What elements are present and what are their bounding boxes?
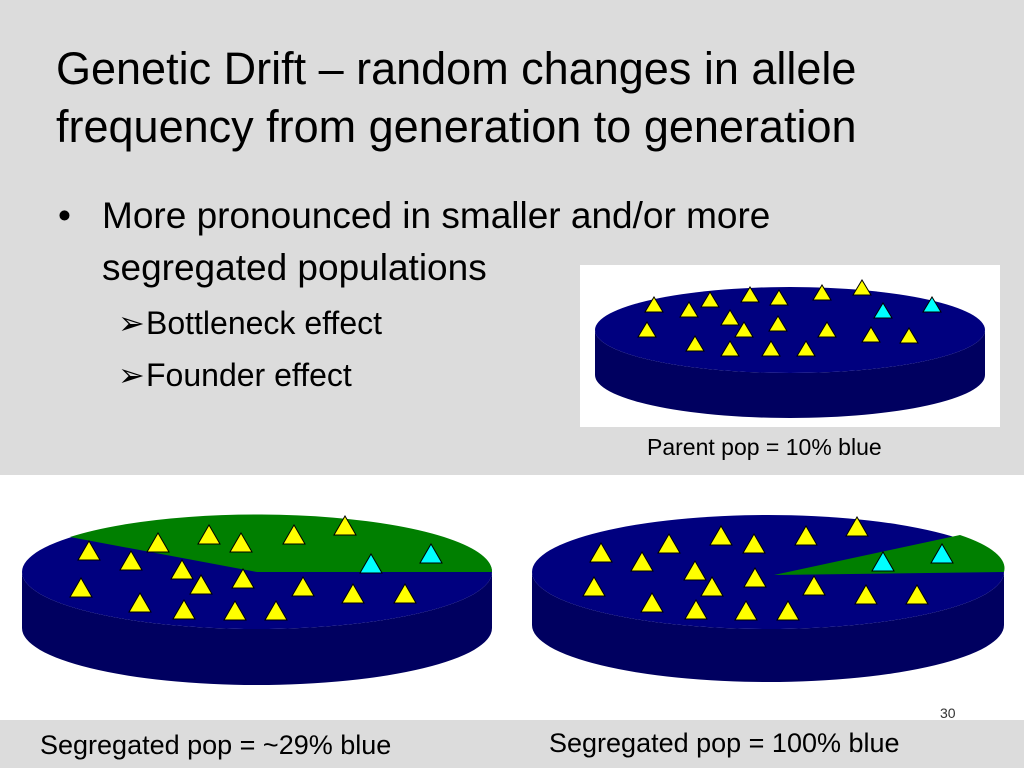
yellow-triangle-icon [291, 576, 315, 597]
yellow-triangle-icon [709, 525, 733, 546]
yellow-triangle-icon [768, 315, 788, 332]
yellow-triangle-icon [742, 533, 766, 554]
bullet-marker: • [58, 195, 71, 236]
yellow-triangle-icon [700, 291, 720, 308]
yellow-triangle-icon [734, 600, 758, 621]
yellow-triangle-icon [223, 600, 247, 621]
cyan-triangle-icon [359, 553, 383, 574]
segregated-100-caption: Segregated pop = 100% blue [549, 728, 900, 758]
yellow-triangle-icon [146, 532, 170, 553]
yellow-triangle-icon [812, 284, 832, 301]
yellow-triangle-icon [679, 301, 699, 318]
yellow-triangle-icon [761, 340, 781, 357]
yellow-triangle-icon [852, 279, 872, 296]
yellow-triangle-icon [128, 592, 152, 613]
yellow-triangle-icon [333, 515, 357, 536]
pie-side [532, 572, 1004, 682]
page-number: 30 [940, 705, 956, 721]
yellow-triangle-icon [589, 542, 613, 563]
yellow-triangle-icon [644, 296, 664, 313]
yellow-triangle-icon [776, 600, 800, 621]
cyan-triangle-icon [873, 302, 893, 319]
yellow-triangle-icon [899, 327, 919, 344]
yellow-triangle-icon [119, 550, 143, 571]
sub-item-founder: ➢ Founder effect [118, 352, 958, 398]
yellow-triangle-icon [189, 574, 213, 595]
cyan-triangle-icon [871, 551, 895, 572]
yellow-triangle-icon [796, 340, 816, 357]
bullet-list: • More pronounced in smaller and/or more… [58, 190, 958, 398]
yellow-triangle-icon [769, 289, 789, 306]
yellow-triangle-icon [229, 532, 253, 553]
yellow-triangle-icon [734, 321, 754, 338]
yellow-triangle-icon [861, 326, 881, 343]
parent-pop-pie [595, 279, 985, 418]
yellow-triangle-icon [393, 583, 417, 604]
yellow-triangle-icon [720, 309, 740, 326]
sub-item-text: Bottleneck effect [146, 305, 382, 341]
pie-slice-green [774, 535, 1005, 575]
arrow-bullet-icon: ➢ [118, 305, 145, 341]
yellow-triangle-icon [854, 584, 878, 605]
segregated-29-pie [22, 514, 493, 685]
cyan-triangle-icon [930, 543, 954, 564]
yellow-triangle-icon [264, 600, 288, 621]
yellow-triangle-icon [740, 286, 760, 303]
sub-item-bottleneck: ➢ Bottleneck effect [118, 300, 958, 346]
yellow-triangle-icon [720, 340, 740, 357]
cyan-triangle-icon [922, 296, 942, 313]
yellow-triangle-icon [683, 560, 707, 581]
yellow-triangle-icon [845, 516, 869, 537]
segregated-29-caption: Segregated pop = ~29% blue [40, 730, 392, 760]
yellow-triangle-icon [802, 575, 826, 596]
yellow-triangle-icon [685, 335, 705, 352]
bullet-text: More pronounced in smaller and/or more s… [102, 195, 771, 288]
yellow-triangle-icon [743, 567, 767, 588]
yellow-triangle-icon [341, 583, 365, 604]
yellow-triangle-icon [197, 524, 221, 545]
yellow-triangle-icon [69, 577, 93, 598]
bullet-item: • More pronounced in smaller and/or more… [58, 190, 958, 294]
yellow-triangle-icon [582, 576, 606, 597]
sub-item-text: Founder effect [146, 357, 352, 393]
yellow-triangle-icon [817, 321, 837, 338]
arrow-bullet-icon: ➢ [118, 357, 145, 393]
yellow-triangle-icon [905, 584, 929, 605]
yellow-triangle-icon [77, 540, 101, 561]
yellow-triangle-icon [172, 599, 196, 620]
slide-title: Genetic Drift – random changes in allele… [56, 43, 857, 152]
yellow-triangle-icon [794, 525, 818, 546]
yellow-triangle-icon [170, 559, 194, 580]
pie-side [22, 572, 492, 685]
yellow-triangle-icon [657, 533, 681, 554]
yellow-triangle-icon [684, 599, 708, 620]
segregated-100-pie [532, 515, 1005, 682]
pie-side [595, 330, 985, 418]
yellow-triangle-icon [630, 551, 654, 572]
yellow-triangle-icon [637, 321, 657, 338]
cyan-triangle-icon [419, 543, 443, 564]
yellow-triangle-icon [231, 568, 255, 589]
pie-slice-green [70, 514, 493, 572]
yellow-triangle-icon [640, 592, 664, 613]
yellow-triangle-icon [700, 576, 724, 597]
yellow-triangle-icon [282, 524, 306, 545]
parent-pop-caption: Parent pop = 10% blue [647, 434, 882, 460]
